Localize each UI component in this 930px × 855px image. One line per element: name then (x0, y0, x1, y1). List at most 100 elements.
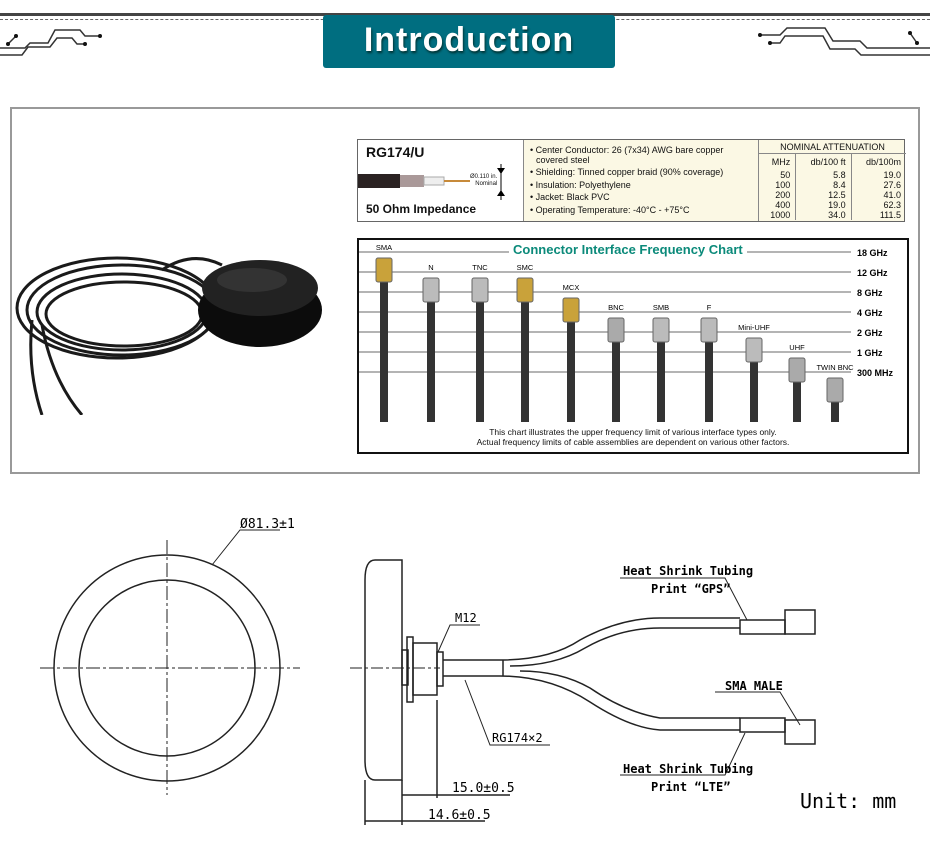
attenuation-cell: 400 (775, 200, 791, 210)
frequency-level-label: 1 GHz (857, 348, 883, 358)
attenuation-cell: 111.5 (850, 210, 906, 220)
chart-title: Connector Interface Frequency Chart (509, 242, 747, 257)
circuit-decoration-right-icon (758, 27, 930, 56)
connector-twin-bnc-icon (826, 377, 844, 403)
connector-bnc-icon (607, 317, 625, 343)
connector-f-icon (700, 317, 718, 343)
attenuation-cell: 5.8 (795, 170, 852, 180)
connector-label: TWIN BNC (816, 363, 854, 372)
connector-cable (476, 298, 484, 422)
column-header: MHz (771, 157, 791, 167)
cable-label: RG174×2 (492, 731, 543, 745)
connector-cable (657, 338, 665, 422)
connector-label: TNC (472, 263, 488, 272)
header-rule (0, 13, 930, 16)
chart-note-line: This chart illustrates the upper frequen… (489, 427, 777, 437)
attenuation-cell: 34.0 (795, 210, 852, 220)
column-header: db/100m (850, 154, 906, 170)
connector-cable (380, 278, 388, 422)
rg174-spec-table: RG174/U Ø0.110 in.Nominal 50 Ohm Impedan… (357, 139, 906, 222)
cable-name: RG174/U (366, 144, 425, 160)
connector-sma-icon (375, 257, 393, 283)
attenuation-cell: 19.0 (795, 200, 852, 210)
connector-label: N (428, 263, 433, 272)
connector-tnc-icon (471, 277, 489, 303)
attenuation-cell: 100 (775, 180, 791, 190)
column-header: db/100 ft (795, 154, 852, 170)
connector-uhf-icon (788, 357, 806, 383)
connector-cable (705, 338, 713, 422)
connector-cable (521, 298, 529, 422)
attenuation-title: NOMINAL ATTENUATION (759, 140, 906, 154)
connector-cable (427, 298, 435, 422)
connector-cable (793, 378, 801, 422)
chart-note-line: Actual frequency limits of cable assembl… (476, 437, 790, 447)
cable-illustration (358, 164, 505, 200)
cable-cross-section: RG174/U Ø0.110 in.Nominal 50 Ohm Impedan… (358, 140, 524, 221)
lte-print-label: Print “LTE” (651, 780, 730, 794)
frequency-level-label: 4 GHz (857, 308, 883, 318)
impedance-label: 50 Ohm Impedance (366, 202, 477, 216)
connector-frequency-chart: 18 GHz 12 GHz 8 GHz 4 GHz 2 GHz 1 GHz 300 MHz S… (357, 238, 909, 454)
connector-label: UHF (789, 343, 805, 352)
connector-label: SMA MALE (725, 679, 783, 693)
attenuation-cell: 19.0 (850, 170, 906, 180)
dimension-14-6: 14.6±0.5 (428, 808, 491, 823)
spec-item: • Jacket: Black PVC (530, 192, 610, 202)
connector-label: Mini-UHF (738, 323, 770, 332)
connector-mini-uhf-icon (745, 337, 763, 363)
thread-label: M12 (455, 611, 477, 625)
side-view-drawing: M12 RG174×2 Heat Shrink Tubing Print “GP… (350, 559, 896, 825)
connector-label: F (707, 303, 712, 312)
cable-diameter: Ø0.110 in. (470, 174, 498, 180)
connector-n-icon (422, 277, 440, 303)
connector-label: SMB (653, 303, 669, 312)
attenuation-cell: 1000 (770, 210, 791, 220)
connector-cable (612, 338, 620, 422)
diameter-note: Nominal (475, 181, 498, 187)
diameter-dimension: Ø81.3±1 (240, 517, 295, 532)
frequency-level-label: 12 GHz (857, 268, 888, 278)
frequency-chart-graphic: 18 GHz 12 GHz 8 GHz 4 GHz 2 GHz 1 GHz 300 MHz S… (359, 243, 894, 422)
attenuation-cell: 200 (775, 190, 791, 200)
spec-item: • Insulation: Polyethylene (530, 179, 631, 190)
attenuation-cell: 50 (780, 170, 791, 180)
circuit-decoration-left-icon (0, 29, 102, 56)
connector-mcx-icon (562, 297, 580, 323)
antenna-product-photo (15, 256, 322, 415)
spec-item: • Shielding: Tinned copper braid (90% co… (530, 167, 724, 177)
unit-label: Unit: mm (800, 789, 896, 813)
connector-cable (567, 318, 575, 422)
top-view-drawing: Ø81.3±1 (40, 517, 300, 795)
connector-label: BNC (608, 303, 624, 312)
attenuation-cell: 62.3 (850, 200, 906, 210)
attenuation-cell: 8.4 (795, 180, 852, 190)
connector-label: SMA (376, 243, 392, 252)
cable-specs-list: • Center Conductor: 26 (7x34) AWG bare c… (530, 144, 723, 216)
chart-note: This chart illustrates the upper frequen… (359, 427, 907, 447)
frequency-level-label: 300 MHz (857, 368, 894, 378)
spec-item: • Operating Temperature: -40°C - +75°C (530, 204, 690, 215)
frequency-level-label: 18 GHz (857, 248, 888, 258)
connector-label: SMC (517, 263, 534, 272)
gps-tubing-label: Heat Shrink Tubing (623, 564, 753, 578)
attenuation-cell: 27.6 (850, 180, 906, 190)
connector-label: MCX (563, 283, 580, 292)
page-title: Introduction (323, 15, 615, 68)
frequency-level-label: 2 GHz (857, 328, 883, 338)
spec-item: covered steel (536, 154, 590, 165)
connector-smb-icon (652, 317, 670, 343)
frequency-level-label: 8 GHz (857, 288, 883, 298)
gps-print-label: Print “GPS” (651, 582, 730, 596)
connector-cable (750, 358, 758, 422)
dimension-15: 15.0±0.5 (452, 781, 515, 796)
attenuation-cell: 12.5 (795, 190, 852, 200)
attenuation-cell: 41.0 (850, 190, 906, 200)
connector-cable (831, 398, 839, 422)
